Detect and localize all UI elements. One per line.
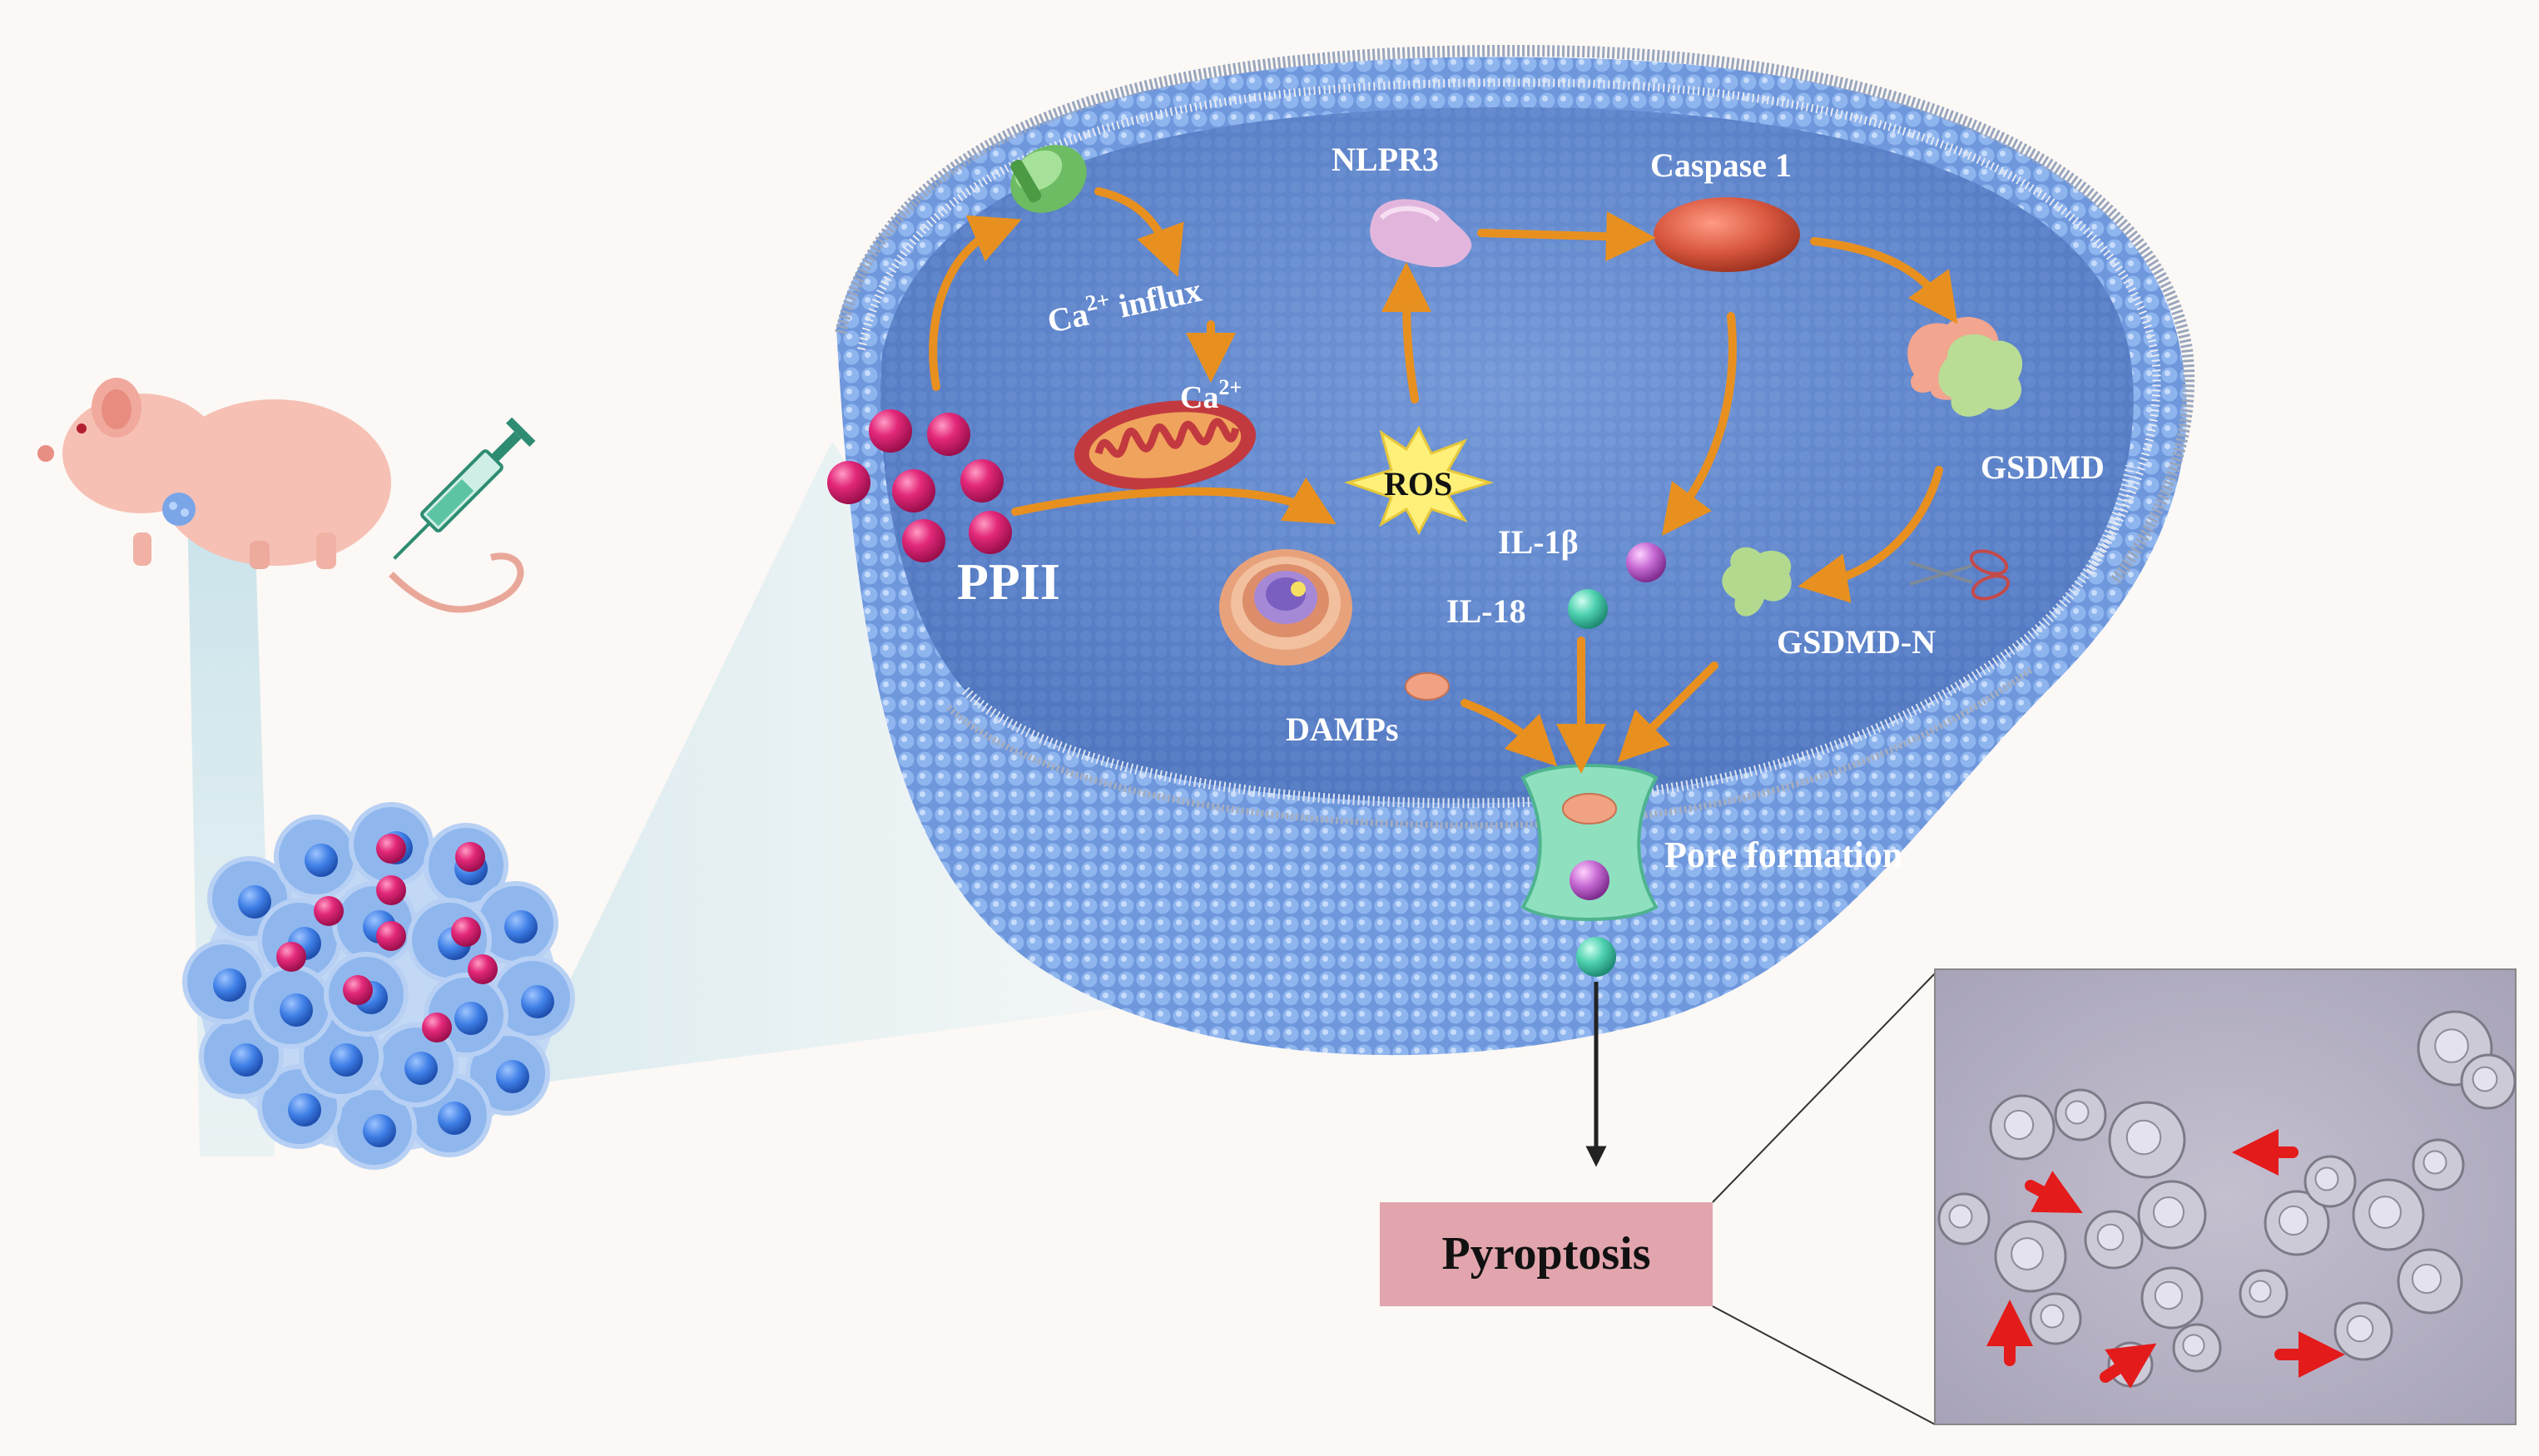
tumor-cell-nucleus	[454, 1002, 488, 1035]
micrograph-cell-body	[2249, 1280, 2272, 1303]
il1b-molecule	[1626, 542, 1666, 582]
nanoparticle	[468, 954, 498, 984]
tumor-cell-nucleus	[238, 885, 271, 919]
nanoparticle	[455, 842, 485, 872]
gsdmd-pore-icon	[1520, 764, 1659, 921]
micrograph-cell-body	[2125, 1119, 2162, 1156]
nanoparticle	[451, 917, 481, 947]
gsdmd-label: GSDMD	[1981, 448, 2105, 486]
tumor-cell-nucleus	[363, 1114, 396, 1147]
red-indicator-arrow	[2100, 1343, 2157, 1389]
nanoparticle	[376, 921, 406, 951]
micrograph-leader-bottom	[1712, 1305, 1936, 1425]
tumor-cell-nucleus	[288, 1093, 321, 1127]
tumor-cell-nucleus	[521, 985, 554, 1018]
micrograph-cell-body	[2346, 1315, 2374, 1343]
ros-burst-icon	[1344, 425, 1495, 536]
micrograph-cell-body	[2422, 1150, 2447, 1175]
tumor-cell-nucleus	[496, 1060, 529, 1093]
red-indicator-arrow	[2025, 1171, 2083, 1214]
micrograph-cell-body	[2182, 1334, 2205, 1357]
micrograph-cell-body	[2472, 1066, 2498, 1092]
tumor-cell-nucleus	[404, 1052, 438, 1085]
micrograph-cell-body	[2065, 1100, 2090, 1125]
gsdmd-n-protein-icon	[1722, 547, 1792, 617]
calcium-channel-icon	[1010, 145, 1087, 213]
cell-membrane	[835, 44, 2195, 1056]
damps-label: DAMPs	[1286, 711, 1399, 748]
tumor-cell-nucleus	[305, 844, 338, 877]
tumor-cell-cluster	[182, 802, 575, 1170]
micrograph-cell-body	[1948, 1204, 1973, 1229]
scissors-icon	[1909, 549, 2011, 601]
tumor-cell-nucleus	[280, 993, 313, 1027]
micrograph-cell-body	[2314, 1166, 2339, 1191]
il18-label: IL-18	[1446, 592, 1526, 630]
ros-label: ROS	[1384, 465, 1452, 503]
gsdmd-n-label: GSDMD-N	[1777, 623, 1936, 661]
pyroptosis-box	[1380, 1202, 1713, 1306]
gsdmd-protein-icon	[1907, 317, 2023, 417]
micrograph-cell-body	[2153, 1196, 2184, 1228]
ppii-nanoparticles	[827, 409, 1012, 562]
il1b-label: IL-1β	[1498, 523, 1579, 561]
caspase1-label: Caspase 1	[1650, 146, 1792, 184]
mouse-icon	[37, 378, 524, 613]
tumor-cell-nucleus	[438, 1102, 471, 1135]
nanoparticle	[376, 875, 406, 905]
tumor-cell-nucleus	[330, 1043, 363, 1077]
micrograph-cell-body	[2003, 1109, 2035, 1141]
mitochondrion-icon	[1074, 400, 1257, 490]
damps-molecule	[1405, 672, 1450, 701]
nanoparticle	[376, 834, 406, 864]
tumor-cell-nucleus	[504, 910, 538, 943]
released-il18-molecule	[1576, 937, 1616, 977]
micrograph-leader-top	[1712, 973, 1936, 1203]
caspase1-icon	[1654, 197, 1800, 272]
micrograph-cell-body	[2096, 1223, 2125, 1251]
ppii-label: PPII	[957, 554, 1060, 611]
syringe-icon	[393, 417, 536, 560]
pyroptosis-label: Pyroptosis	[1442, 1228, 1651, 1280]
pore-formation-label: Pore formation	[1664, 834, 1902, 875]
ca-label: Ca2+	[1180, 375, 1242, 415]
nlpr3-label: NLPR3	[1331, 141, 1439, 178]
nlpr3-protein-icon	[1370, 199, 1472, 268]
micrograph-cell-body	[2278, 1205, 2309, 1236]
nanoparticle	[276, 942, 306, 972]
micrograph-cell-body	[2154, 1280, 2184, 1310]
pathway-arrows	[929, 187, 1958, 774]
il18-molecule	[1568, 589, 1608, 629]
micrograph-cell-body	[2040, 1304, 2065, 1329]
endoplasmic-reticulum-icon	[1219, 549, 1352, 666]
nanoparticle	[314, 896, 344, 926]
tumor-cell-nucleus	[213, 968, 246, 1002]
micrograph-cell-body	[2368, 1196, 2402, 1229]
micrograph-cell-body	[2411, 1263, 2442, 1295]
pyroptosis-micrograph	[1934, 968, 2517, 1425]
tumor-cell-nucleus	[230, 1043, 263, 1077]
micrograph-cell-body	[2434, 1028, 2469, 1063]
micrograph-cell-body	[2011, 1237, 2044, 1270]
nanoparticle	[422, 1013, 452, 1042]
nanoparticle	[343, 975, 373, 1005]
